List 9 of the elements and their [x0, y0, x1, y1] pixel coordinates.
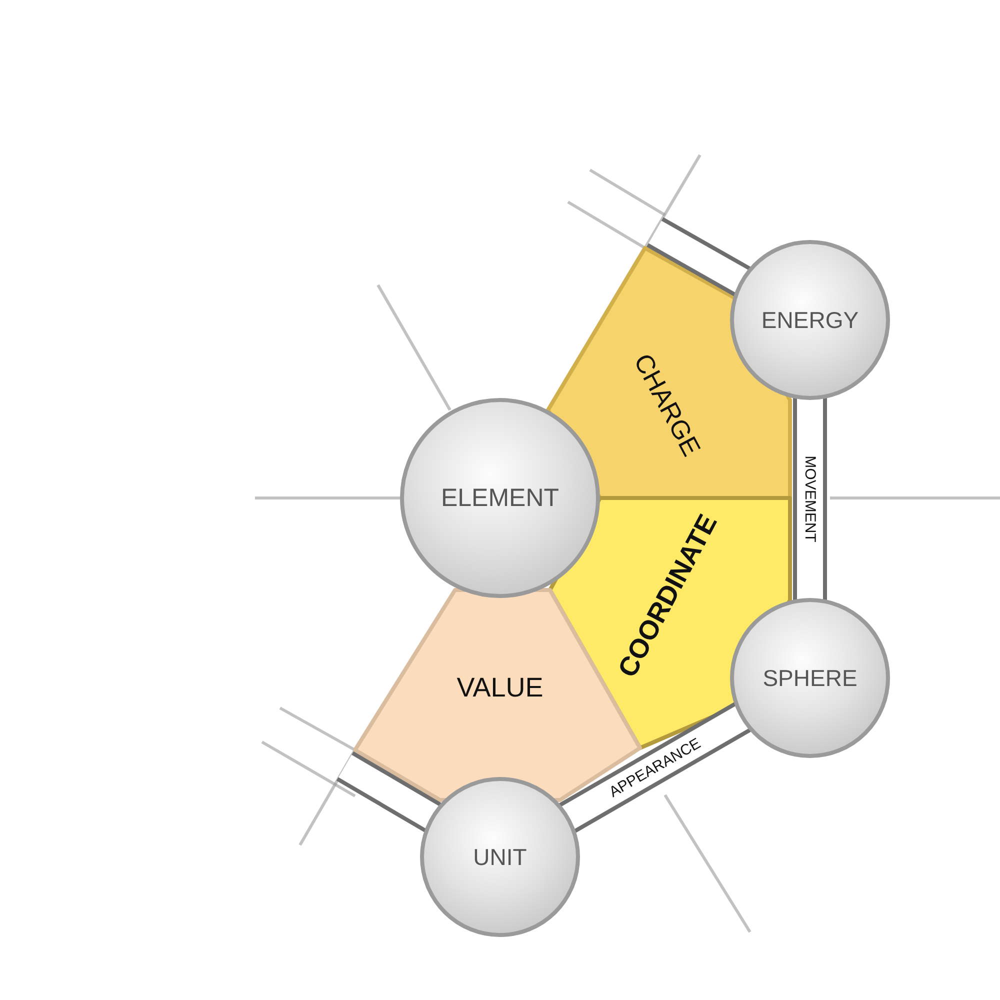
connector-band [793, 398, 827, 600]
connector-band [336, 751, 442, 832]
connector-band [559, 702, 751, 833]
region-label: VALUE [456, 672, 544, 704]
node-label: ENERGY [761, 306, 859, 334]
node-label: SPHERE [762, 664, 858, 692]
node-label: UNIT [473, 844, 527, 870]
connector-band [646, 217, 751, 296]
node-label: ELEMENT [440, 484, 560, 512]
